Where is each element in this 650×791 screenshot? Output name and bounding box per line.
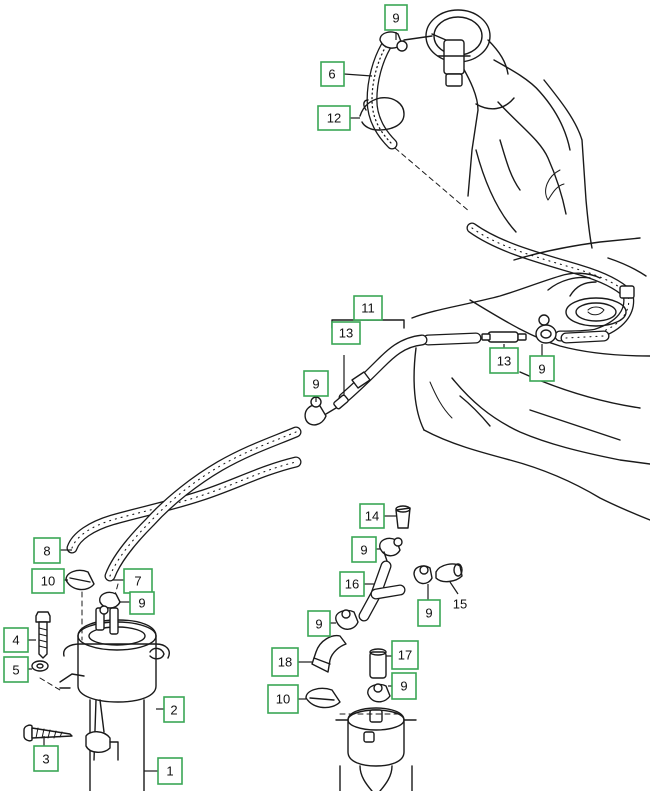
callout-8: 8 xyxy=(33,537,61,564)
callout-label: 9 xyxy=(315,617,322,632)
vent-hose-7 xyxy=(104,426,302,582)
callout-label: 9 xyxy=(360,543,367,558)
callout-label: 9 xyxy=(425,606,432,621)
hose-clamp-9-canister xyxy=(99,591,121,615)
callout-6: 6 xyxy=(320,61,345,87)
callout-9-top: 9 xyxy=(384,4,408,31)
callout-11: 11 xyxy=(353,295,383,321)
fuel-tank xyxy=(411,237,650,521)
callout-label: 9 xyxy=(400,679,407,694)
connector-15 xyxy=(435,563,463,583)
hose-clamp-9-right xyxy=(535,314,557,344)
callout-5: 5 xyxy=(3,656,29,683)
hose-18 xyxy=(311,634,347,673)
hose-clamp-9-t-right xyxy=(413,565,433,585)
hose-holder-12 xyxy=(359,97,405,131)
callout-10-left: 10 xyxy=(31,568,65,594)
callout-1: 1 xyxy=(157,757,183,785)
callout-18: 18 xyxy=(271,647,299,677)
callout-label: 10 xyxy=(41,574,55,589)
callout-label: 7 xyxy=(134,574,141,589)
callout-label: 17 xyxy=(398,648,412,663)
hose-clamp-9-top xyxy=(379,31,433,52)
hose-clamp-9-upper xyxy=(379,537,403,565)
callout-9-lower-right: 9 xyxy=(391,672,417,700)
callout-label: 14 xyxy=(365,509,379,524)
callout-9-lower-left: 9 xyxy=(307,610,331,637)
hose-clamp-10-left xyxy=(65,569,95,591)
callout-label: 13 xyxy=(339,326,353,341)
t-piece-16 xyxy=(358,560,406,622)
callout-label: 12 xyxy=(327,111,341,126)
callout-label: 6 xyxy=(328,67,335,82)
hose-clamp-9-lower-left xyxy=(335,609,359,630)
callout-16: 16 xyxy=(339,571,365,597)
callout-label: 3 xyxy=(42,752,49,767)
leader-lines xyxy=(28,32,543,772)
valve-housing xyxy=(335,707,417,791)
callout-9-right: 9 xyxy=(529,355,555,382)
callout-label: 13 xyxy=(497,354,511,369)
callout-label: 16 xyxy=(345,577,359,592)
callout-14: 14 xyxy=(359,503,385,529)
callout-label: 9 xyxy=(312,377,319,392)
washer-5 xyxy=(31,660,61,691)
callout-label: 11 xyxy=(361,301,375,316)
callout-label: 10 xyxy=(276,692,290,707)
screw-3 xyxy=(23,724,73,742)
callout-4: 4 xyxy=(3,627,29,653)
hose-clamp-9-middle xyxy=(304,396,337,426)
callout-10-right: 10 xyxy=(267,684,299,714)
connector-13-right xyxy=(481,331,527,343)
callout-9-upper: 9 xyxy=(351,536,377,563)
callout-label: 9 xyxy=(538,362,545,377)
callout-label: 5 xyxy=(12,663,19,678)
vent-pipe-middle xyxy=(333,334,428,410)
callout-17: 17 xyxy=(391,640,419,670)
callout-label: 18 xyxy=(278,655,292,670)
callout-label: 2 xyxy=(170,703,177,718)
hose-clamp-9-lower-right xyxy=(367,683,391,703)
hose-clamp-10-right xyxy=(305,687,341,709)
callout-label: 9 xyxy=(138,596,145,611)
callout-15: 15 xyxy=(453,597,467,612)
callout-13-right: 13 xyxy=(489,347,519,374)
callout-7: 7 xyxy=(123,568,153,594)
vent-hose-6 xyxy=(366,40,471,213)
connector-14 xyxy=(395,505,411,529)
callout-label: 1 xyxy=(166,764,173,779)
callout-label: 15 xyxy=(453,597,467,612)
callout-13-left: 13 xyxy=(331,321,361,345)
callout-9-t-right: 9 xyxy=(417,599,441,627)
callout-9-middle: 9 xyxy=(303,370,329,397)
callout-9-canister: 9 xyxy=(129,591,155,615)
callout-label: 9 xyxy=(392,11,399,26)
callout-label: 4 xyxy=(12,633,19,648)
cap-17 xyxy=(369,648,387,679)
vent-hose-8 xyxy=(66,456,302,554)
vent-hose-tank-top xyxy=(466,222,635,342)
callout-12: 12 xyxy=(317,105,351,131)
charcoal-canister xyxy=(59,619,170,791)
callout-2: 2 xyxy=(163,696,185,723)
callout-3: 3 xyxy=(33,745,59,772)
bolt-4 xyxy=(35,611,51,659)
filler-neck-housing xyxy=(425,9,593,249)
callout-label: 8 xyxy=(43,544,50,559)
tank-vent-hose-connection xyxy=(422,330,610,346)
